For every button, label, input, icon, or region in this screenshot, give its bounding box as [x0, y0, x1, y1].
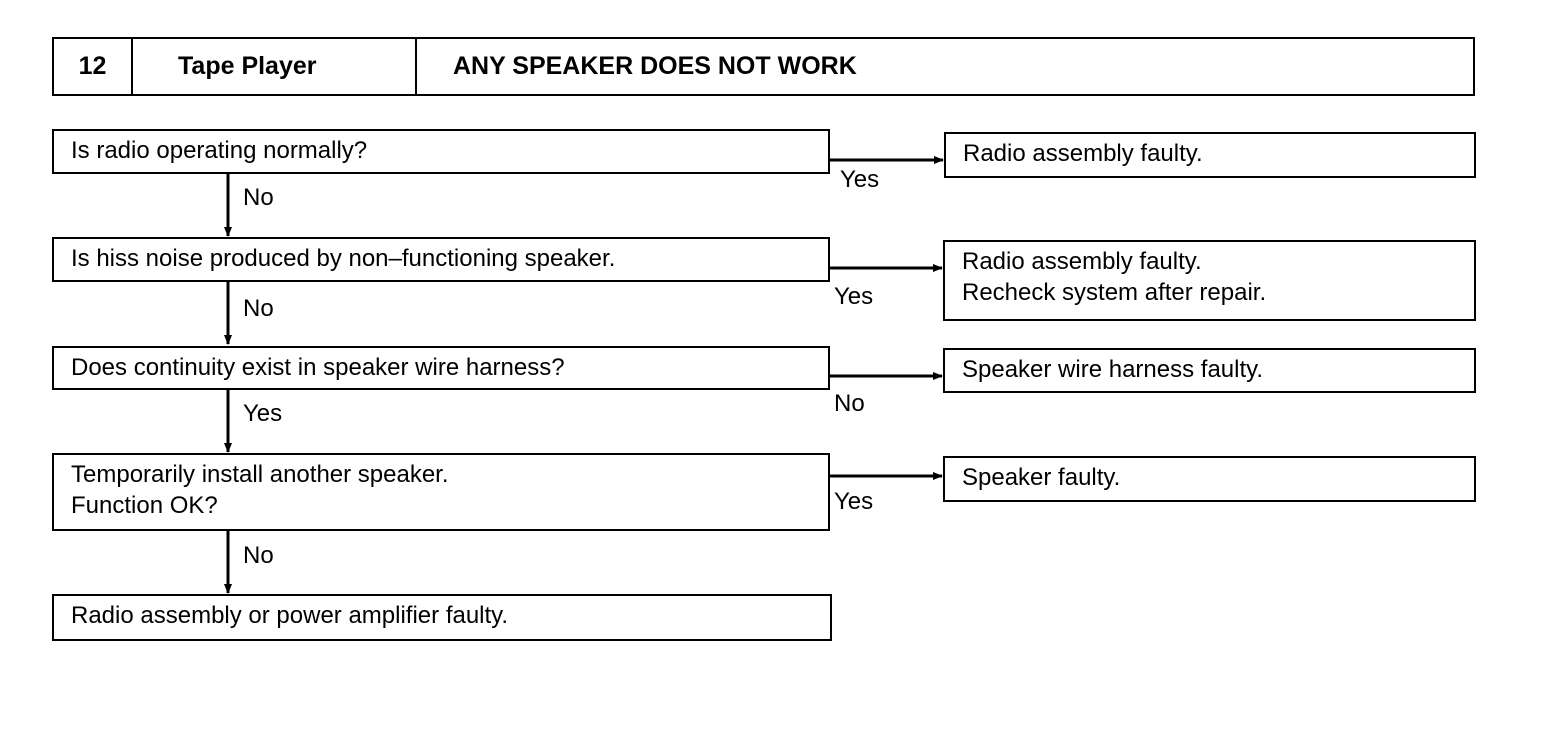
- header-table: 12 Tape Player ANY SPEAKER DOES NOT WORK: [52, 37, 1475, 96]
- branch-label-3: No: [834, 390, 865, 417]
- symptom-title: ANY SPEAKER DOES NOT WORK: [453, 52, 857, 80]
- result-text: Radio assembly faulty.: [962, 248, 1202, 275]
- result-text: Speaker faulty.: [962, 464, 1121, 491]
- branch-label-2: Yes: [834, 283, 874, 310]
- system-name: Tape Player: [133, 39, 417, 94]
- question-text: Function OK?: [71, 492, 218, 519]
- final-result-box: Radio assembly or power amplifier faulty…: [52, 594, 832, 641]
- down-label-2: No: [243, 295, 274, 322]
- down-label-4: No: [243, 542, 274, 569]
- question-text: Is radio operating normally?: [71, 137, 368, 164]
- question-text: Temporarily install another speaker.: [71, 461, 449, 488]
- result-box-3: Speaker wire harness faulty.: [943, 348, 1476, 393]
- result-text: Speaker wire harness faulty.: [962, 356, 1264, 383]
- final-result-text: Radio assembly or power amplifier faulty…: [71, 602, 509, 629]
- question-text: Is hiss noise produced by non–functionin…: [71, 245, 616, 272]
- result-box-4: Speaker faulty.: [943, 456, 1476, 502]
- down-label-1: No: [243, 184, 274, 211]
- procedure-number: 12: [54, 39, 133, 94]
- result-box-1: Radio assembly faulty.: [944, 132, 1476, 178]
- question-box-2: Is hiss noise produced by non–functionin…: [52, 237, 830, 282]
- branch-label-1: Yes: [840, 166, 880, 193]
- result-box-2: Radio assembly faulty. Recheck system af…: [943, 240, 1476, 321]
- question-text: Does continuity exist in speaker wire ha…: [71, 354, 565, 381]
- branch-label-4: Yes: [834, 488, 874, 515]
- question-box-1: Is radio operating normally?: [52, 129, 830, 174]
- result-text: Radio assembly faulty.: [963, 140, 1203, 167]
- question-box-4: Temporarily install another speaker. Fun…: [52, 453, 830, 531]
- question-box-3: Does continuity exist in speaker wire ha…: [52, 346, 830, 390]
- down-label-3: Yes: [243, 400, 283, 427]
- result-text: Recheck system after repair.: [962, 279, 1267, 306]
